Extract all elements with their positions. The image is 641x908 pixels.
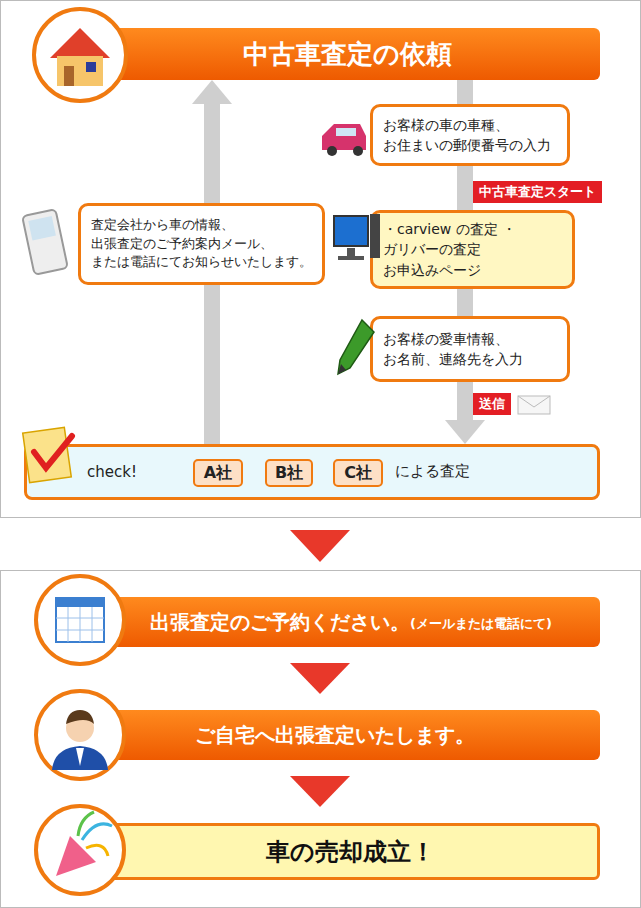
party-popper-icon [36,806,124,894]
connector [290,530,350,562]
connector [290,663,350,694]
node-text: ご自宅へ出張査定いたします。 [195,722,475,749]
company-box: C社 [333,459,383,487]
result-bar: 車の売却成立！ [100,823,600,880]
input-box: お客様の愛車情報、 お名前、連絡先を入力 [370,316,570,382]
connector [465,166,466,210]
node-text: C社 [344,463,372,484]
calendar-icon [36,576,124,664]
node-text: check! [87,463,137,481]
header-bar: 中古車査定の依頼 [95,28,600,80]
check-icon [23,427,72,482]
node-text: A社 [204,463,232,484]
connector [290,776,350,807]
connector [465,80,466,104]
edge-tag: 中古車査定スタート [473,181,602,203]
bottom-panel [1,571,641,908]
top-panel [1,1,641,518]
connector [212,285,213,444]
node-text: 査定会社から車の情報、 出張査定のご予約案内メール、 または電話にてお知らせいた… [91,216,312,273]
assessment-band: check! による査定 A社 B社 C社 [24,444,600,500]
step-bar: 出張査定のご予約ください。(メールまたは電話にて) [100,597,600,647]
application-page-box: ・carview の査定 ・ガリバーの査定 お申込みページ [370,210,575,289]
input-box: お客様の車の車種、 お住まいの郵便番号の入力 [370,104,570,166]
envelope-icon [518,396,550,414]
node-text: 車の売却成立！ [266,836,435,868]
connector [192,80,232,203]
node-text: 出張査定のご予約ください。 [150,609,410,636]
step-bar: ご自宅へ出張査定いたします。 [100,710,600,760]
node-text: お客様の車の車種、 お住まいの郵便番号の入力 [383,115,557,156]
person-icon [36,691,124,779]
edge-tag: 送信 [473,393,511,415]
node-text: 中古車査定の依頼 [243,37,452,72]
house-icon [34,9,126,101]
node-text: による査定 [395,462,470,481]
pencil-icon [338,320,374,374]
node-text: お客様の愛車情報、 お名前、連絡先を入力 [383,329,557,370]
phone-icon [22,209,68,275]
company-box: B社 [265,459,313,487]
car-icon [322,124,366,156]
connector [465,289,466,316]
node-text: ・carview の査定 ・ガリバーの査定 お申込みページ [383,219,562,280]
node-text: (メールまたは電話にて) [410,615,552,633]
pc-icon [334,214,380,260]
company-box: A社 [193,459,243,487]
notice-box: 査定会社から車の情報、 出張査定のご予約案内メール、 または電話にてお知らせいた… [78,203,325,285]
node-text: B社 [275,463,303,484]
